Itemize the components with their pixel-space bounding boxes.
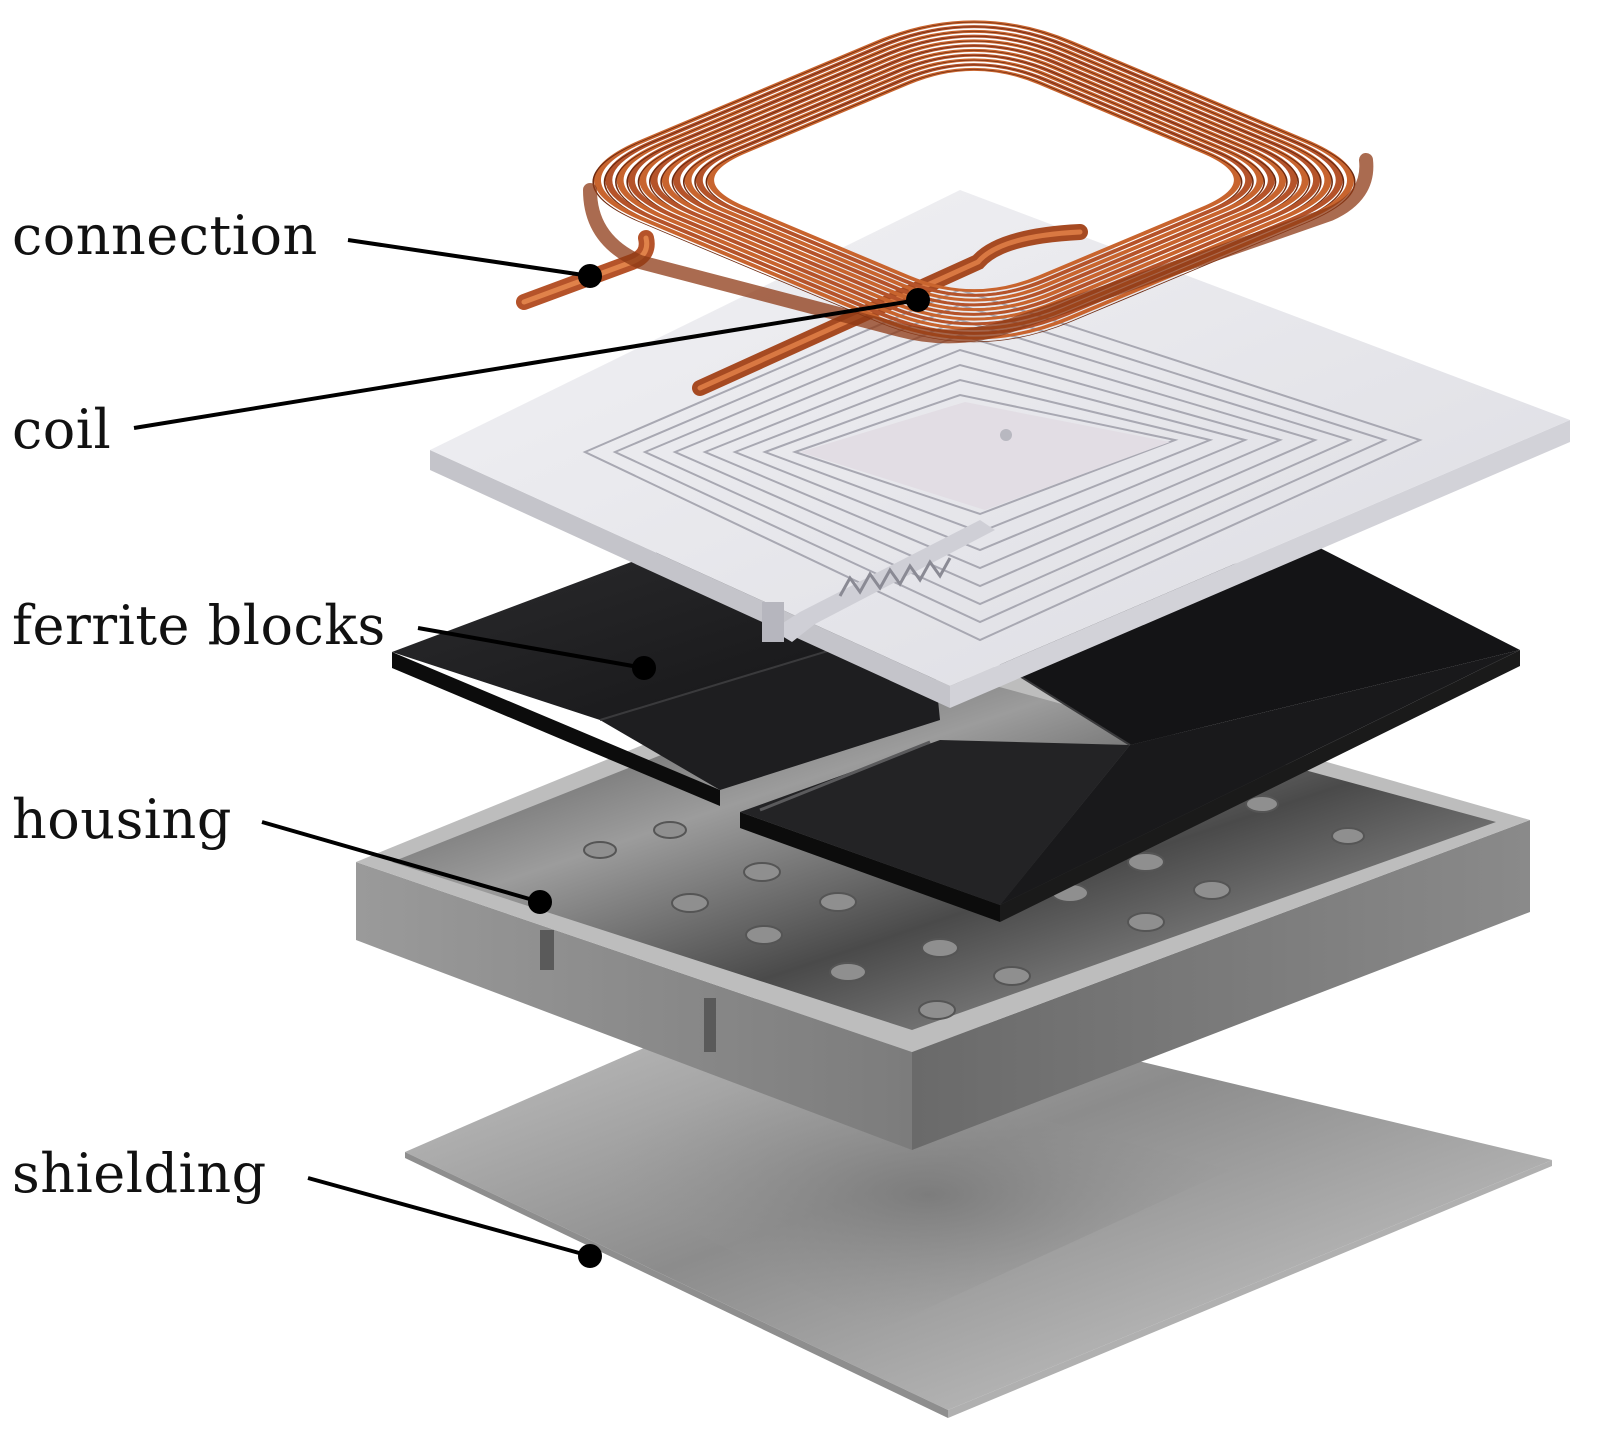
coil-plate-grooves bbox=[582, 288, 1423, 642]
label-housing: housing bbox=[12, 788, 232, 851]
leader-coil bbox=[133, 298, 919, 430]
coil-plate-lead-zigzag bbox=[838, 557, 952, 597]
ferrite-seam bbox=[759, 740, 931, 812]
leader-dot-coil bbox=[906, 288, 930, 312]
coil-plate-front-edge bbox=[430, 450, 950, 708]
label-connection: connection bbox=[12, 204, 318, 267]
leader-dot-shielding bbox=[578, 1244, 602, 1268]
shielding-plate-right-edge bbox=[948, 1160, 1552, 1418]
label-ferrite-blocks: ferrite blocks bbox=[12, 594, 386, 657]
coil-plate-slot bbox=[762, 602, 784, 642]
housing-notch bbox=[540, 930, 554, 970]
shielding-layer bbox=[405, 980, 1552, 1418]
ferrite-block-4 bbox=[740, 740, 1130, 905]
coil-plate-right-edge bbox=[950, 420, 1570, 708]
coil-plate-center-hole bbox=[1000, 429, 1012, 441]
leader-dot-housing bbox=[528, 890, 552, 914]
housing-right-wall bbox=[912, 820, 1530, 1150]
leader-dot-connection bbox=[578, 264, 602, 288]
coil-plate-center-recess bbox=[800, 402, 1170, 510]
label-shielding: shielding bbox=[12, 1142, 267, 1205]
leader-lines bbox=[133, 238, 930, 1268]
leader-housing bbox=[261, 820, 541, 904]
label-coil: coil bbox=[12, 398, 112, 461]
coil-layer bbox=[516, 20, 1374, 396]
ferrite-front-edge bbox=[392, 652, 720, 806]
leader-dot-ferrite bbox=[632, 656, 656, 680]
ferrite-block-5 bbox=[1000, 650, 1520, 905]
ferrite-right-edge bbox=[1000, 650, 1520, 922]
housing-left-wall bbox=[356, 862, 912, 1150]
ferrite-front-edge-2 bbox=[740, 812, 1000, 922]
housing-bosses bbox=[583, 795, 1365, 1020]
leader-connection bbox=[347, 238, 591, 278]
coil-bundle-front bbox=[583, 153, 1374, 344]
shielding-plate-shade bbox=[560, 1060, 1230, 1330]
leader-ferrite bbox=[417, 626, 645, 670]
housing-notch bbox=[704, 998, 716, 1052]
coil-winding bbox=[583, 20, 1374, 344]
coil-plate-layer bbox=[430, 190, 1570, 708]
shielding-plate-front-edge bbox=[405, 1152, 948, 1418]
leader-shielding bbox=[307, 1176, 591, 1258]
